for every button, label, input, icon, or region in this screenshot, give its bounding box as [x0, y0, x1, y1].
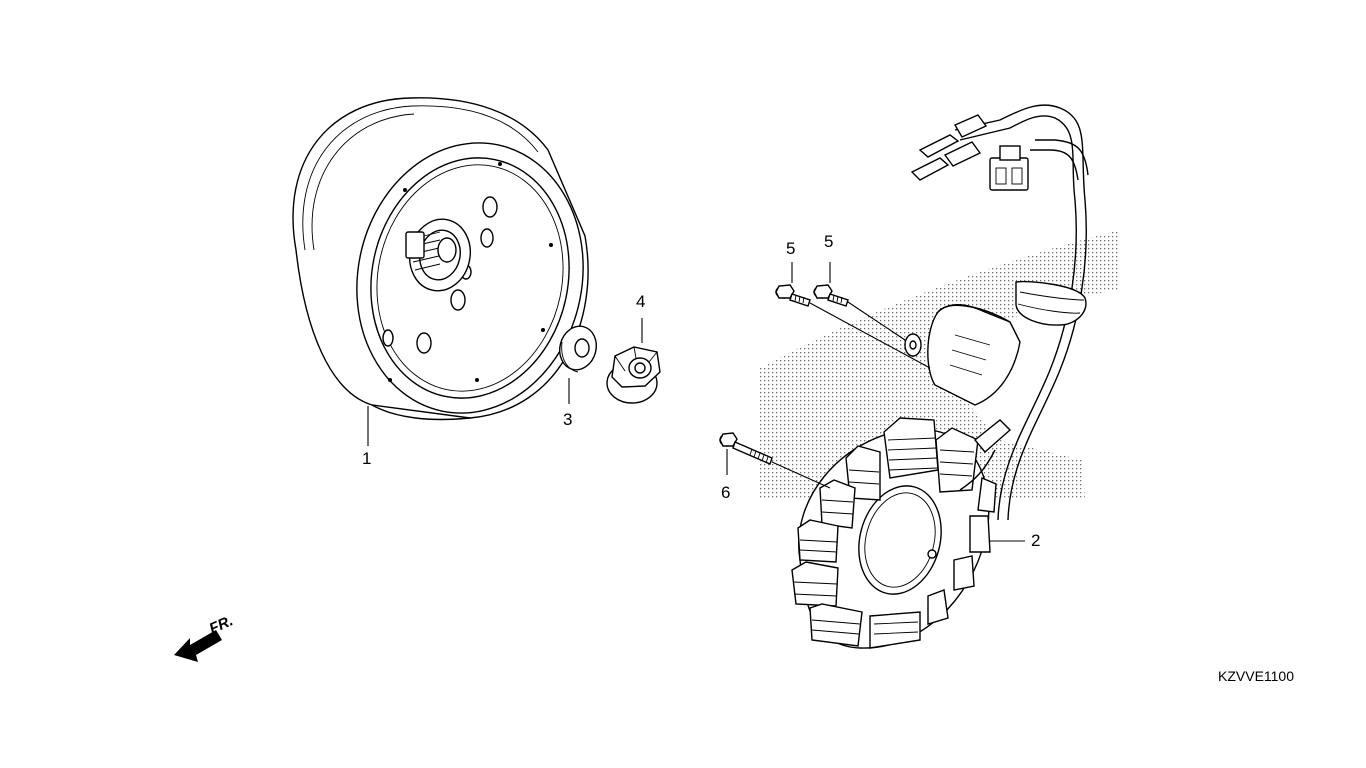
- direction-label: FR.: [207, 612, 236, 637]
- callout-2: 2: [1031, 531, 1040, 550]
- bolt-5b: [813, 284, 849, 307]
- flange-nut: [606, 346, 661, 404]
- drawing-code: KZVVE1100: [1218, 668, 1294, 684]
- callout-5a: 5: [786, 239, 795, 258]
- callout-1: 1: [362, 449, 371, 468]
- washer: [559, 325, 597, 373]
- assembly-lines: [367, 262, 1025, 542]
- flywheel: [292, 97, 589, 421]
- bolt-5a: [775, 284, 811, 307]
- callout-6: 6: [721, 483, 730, 502]
- callout-5b: 5: [824, 232, 833, 251]
- stator: [791, 417, 1012, 649]
- wiring-harness: [910, 104, 1089, 521]
- bolt-6: [719, 432, 773, 465]
- callout-4: 4: [636, 292, 645, 311]
- pulse-sensor: [904, 304, 1021, 406]
- front-direction-arrow-icon: [174, 630, 222, 662]
- callout-3: 3: [563, 410, 572, 429]
